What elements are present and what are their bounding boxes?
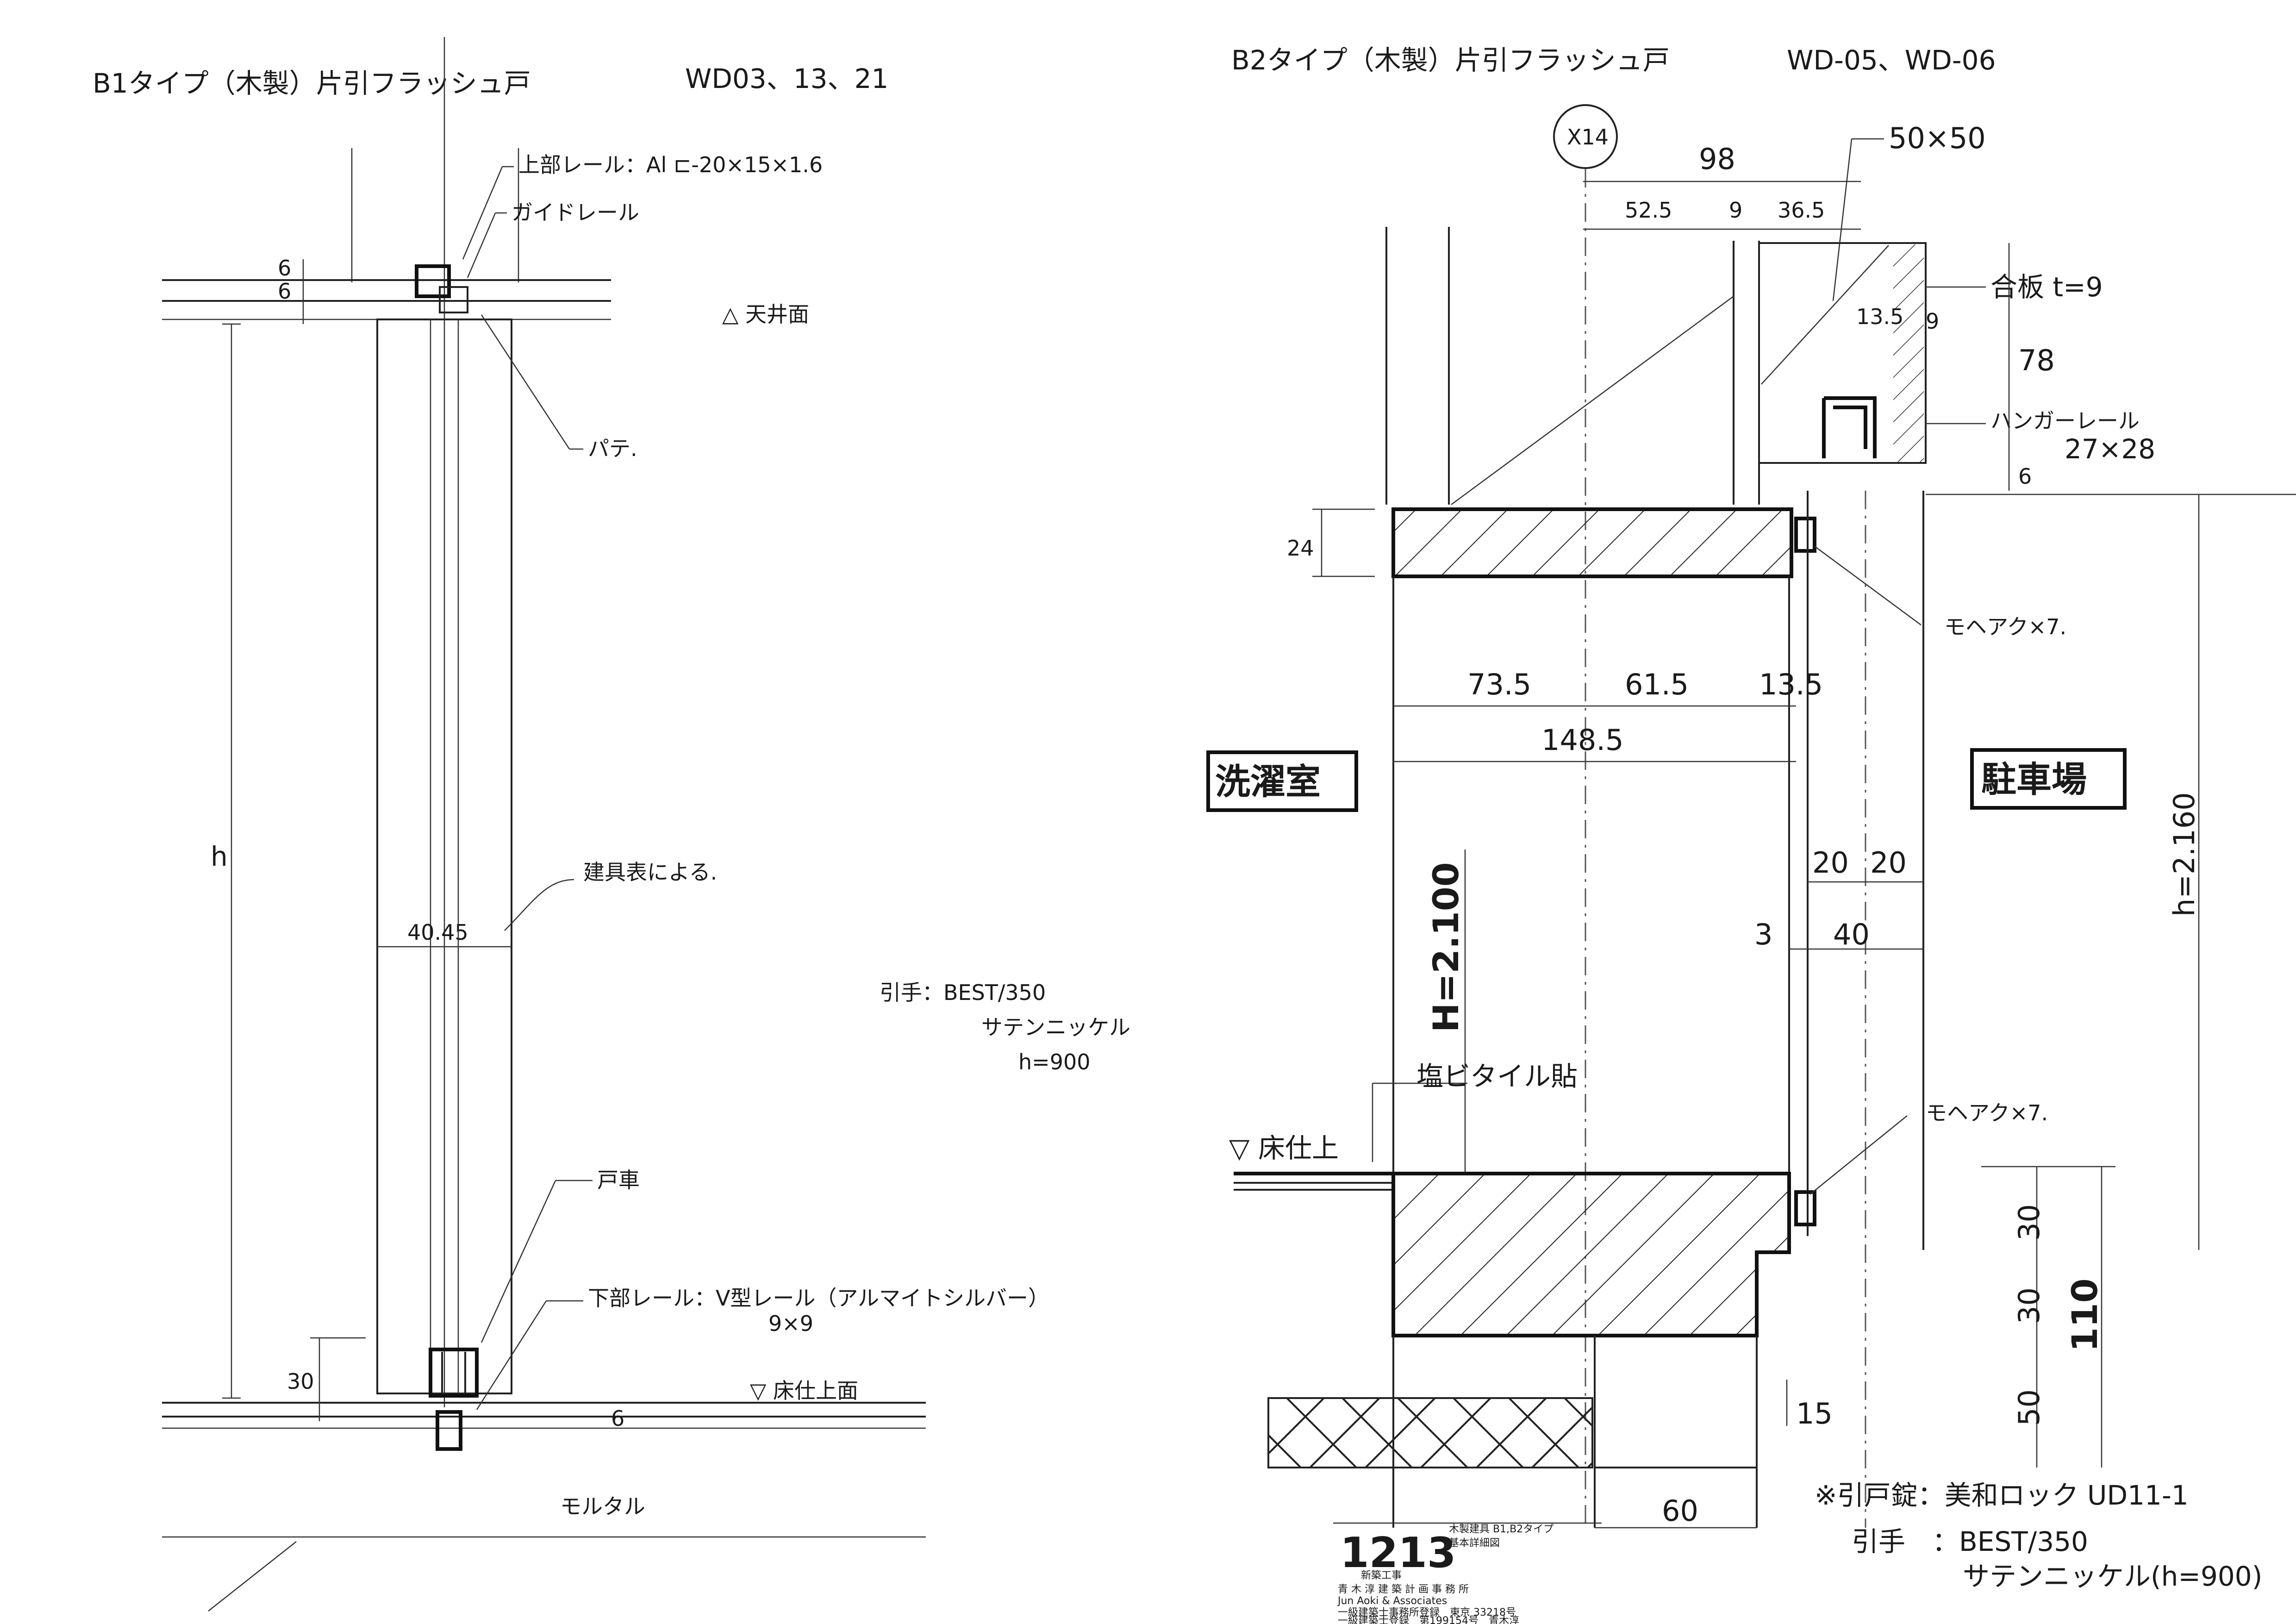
b2-dim-50: 50 [2012, 1389, 2046, 1426]
b2-dim-24: 24 [1287, 536, 1314, 561]
tb-office-en: Jun Aoki & Associates [1337, 1595, 1447, 1607]
b2-detail: B2タイプ（木製）片引フラッシュ戸 WD-05、WD-06 X14 98 52.… [1206, 44, 2296, 1592]
b2-dim-110: 110 [2064, 1278, 2105, 1352]
tb-reg2: 一級建築士登録 第199154号 青木淳 [1338, 1615, 1519, 1624]
b2-head-diagonal [1451, 295, 1734, 506]
b1-roller-label: 戸車 [597, 1168, 640, 1193]
b2-head-member [1391, 507, 1793, 578]
b2-floor-label: ▽ 床仕上 [1229, 1132, 1339, 1164]
b2-title: B2タイプ（木製）片引フラッシュ戸 [1231, 44, 1670, 76]
tb-sheet-title: 木製建具 B1,B2タイプ [1449, 1524, 1554, 1535]
b2-head-block [1758, 242, 1927, 464]
tb-number: 1213 [1340, 1529, 1456, 1577]
room-box-parking [1970, 748, 2127, 810]
b1-upper-rail-label: 上部レール：Al ⊏-20×15×1.6 [518, 152, 823, 177]
room-laundry: 洗濯室 [1215, 761, 1321, 802]
b2-mohair-bot [1794, 1190, 1816, 1226]
b1-per-schedule: 建具表による. [583, 860, 717, 885]
room-parking: 駐車場 [1981, 759, 2087, 800]
b1-title: B1タイプ（木製）片引フラッシュ戸 [93, 68, 531, 99]
b2-dim-9b: 9 [1926, 309, 1939, 334]
tb-reg1: 一級建築士事務所登録 東京 33218号 [1338, 1607, 1516, 1618]
b1-guide-rail [439, 286, 468, 313]
b1-lower-rail-label: 下部レール：V型レール（アルマイトシルバー） [588, 1286, 1049, 1311]
b1-dim-6: 6 [278, 256, 291, 281]
b2-dim-73-5: 73.5 [1467, 668, 1531, 701]
b2-dim-52-5: 52.5 [1625, 198, 1672, 223]
b2-mohair-top [1794, 517, 1816, 553]
grid-label: X14 [1567, 125, 1609, 150]
b2-head-block-diagonal [1761, 245, 1889, 385]
b1-door-leaf [376, 319, 512, 1394]
b1-dim-30: 30 [287, 1369, 314, 1394]
b1-h-label: h [211, 841, 228, 872]
b2-mohair-bot-label: モヘアク×7. [1926, 1100, 2048, 1125]
b2-dim-30a: 30 [2012, 1204, 2046, 1241]
b2-dim-13-5b: 13.5 [1759, 668, 1823, 701]
b2-insulation [1268, 1398, 1592, 1468]
b1-upper-rail [415, 264, 451, 298]
b2-finish-note: サテンニッケル(h=900) [1963, 1561, 2262, 1592]
b2-mohair-top-label: モヘアク×7. [1944, 614, 2066, 639]
b2-code: WD-05、WD-06 [1787, 44, 1996, 76]
b2-dim-13-5a: 13.5 [1856, 304, 1903, 329]
b2-dim-9: 9 [1729, 198, 1742, 223]
b2-head-hatch [1393, 509, 1791, 576]
tb-project: 新築工事 [1361, 1570, 1402, 1581]
b1-thickness: 40.45 [407, 920, 468, 945]
b2-hanger-label: ハンガーレール [1990, 408, 2140, 433]
b2-plywood [1893, 244, 1924, 462]
b2-dim-78: 78 [2018, 344, 2055, 377]
b2-dim-20a: 20 [1812, 846, 1849, 880]
b2-plywood-label: 合板 t=9 [1990, 271, 2103, 303]
grid-bubble-x14 [1553, 104, 1618, 169]
b2-dim-98: 98 [1699, 142, 1735, 176]
b2-dim-36-5: 36.5 [1778, 198, 1825, 223]
b1-lower-rail-size: 9×9 [768, 1311, 813, 1336]
b2-sill-hatch [1393, 1174, 1789, 1336]
b1-floor-label: ▽ 床仕上面 [750, 1378, 858, 1403]
b2-dim-6: 6 [2018, 464, 2032, 489]
tb-office: 青 木 淳 建 築 計 画 事 務 所 [1338, 1584, 1469, 1595]
b2-dim-15: 15 [1796, 1397, 1833, 1430]
b2-vinyl-label: 塩ビタイル貼 [1416, 1061, 1578, 1092]
b1-guide-rail-label: ガイドレール [512, 200, 639, 225]
b2-dim-30b: 30 [2012, 1287, 2046, 1324]
b2-dim-148-5: 148.5 [1541, 723, 1624, 757]
b2-dim-40: 40 [1833, 918, 1870, 951]
b1-detail: B1タイプ（木製）片引フラッシュ戸 WD03、13、21 h 6 6 上部レール… [93, 37, 1130, 1612]
b1-putty-label: パテ. [588, 436, 637, 461]
b2-handle-note: 引手 ：BEST/350 [1852, 1526, 2088, 1557]
b2-hanger-size: 27×28 [2065, 433, 2155, 465]
b2-dim-20b: 20 [1870, 846, 1907, 880]
b1-ceiling-label: △ 天井面 [722, 302, 809, 327]
b1-handle-h: h=900 [1018, 1049, 1091, 1074]
b1-roller [429, 1348, 479, 1398]
tb-sheet-sub: 基本詳細図 [1449, 1537, 1500, 1549]
title-block: 1213 木製建具 B1,B2タイプ 基本詳細図 新築工事 青 木 淳 建 築 … [1333, 1522, 1602, 1624]
b2-h2160: h=2.160 [2167, 792, 2201, 917]
b1-finish: サテンニッケル [981, 1015, 1130, 1040]
b1-handle: 引手：BEST/350 [880, 980, 1046, 1005]
b1-dim-6c: 6 [611, 1406, 624, 1431]
b2-lock-note: ※引戸錠：美和ロック UD11-1 [1815, 1480, 2189, 1511]
b1-dim-6b: 6 [278, 279, 291, 304]
b2-dim-61-5: 61.5 [1625, 668, 1689, 701]
b1-code: WD03、13、21 [685, 63, 888, 94]
b2-dim-3: 3 [1754, 918, 1772, 951]
b2-dim-50x50: 50×50 [1889, 121, 1986, 155]
b1-v-rail [436, 1410, 462, 1451]
b2-dim-60: 60 [1662, 1494, 1698, 1528]
b1-mortar-label: モルタル [560, 1494, 645, 1519]
b2-H2100: H=2.100 [1425, 862, 1466, 1032]
b2-hanger-rail [1822, 396, 1877, 458]
room-box-laundry [1206, 750, 1358, 812]
